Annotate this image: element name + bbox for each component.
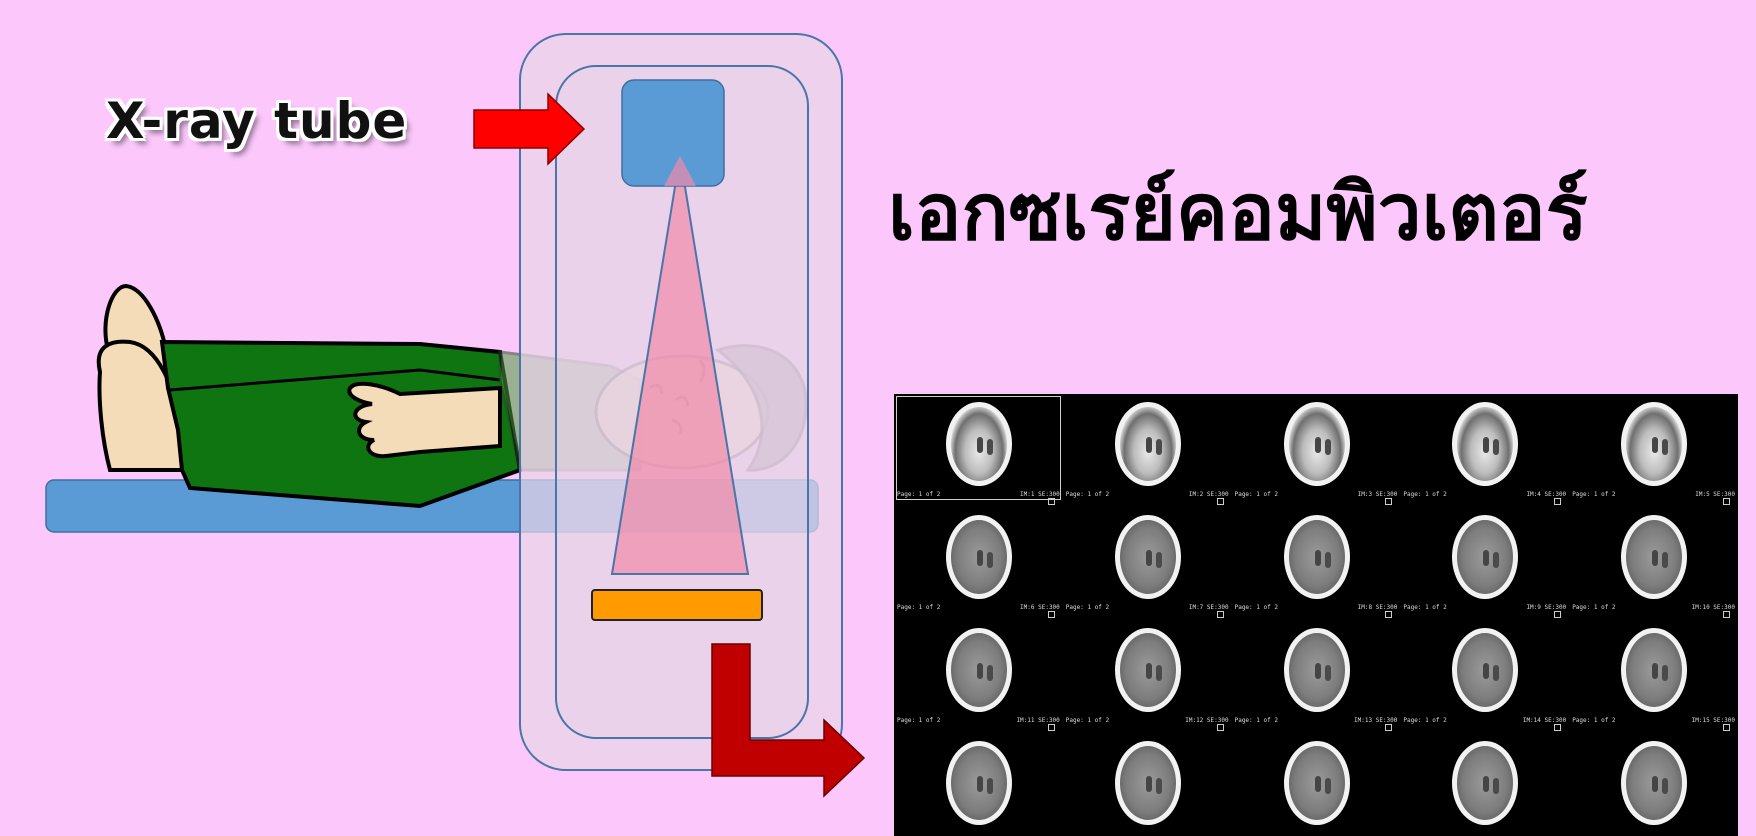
- slice-marker: [1723, 724, 1730, 731]
- brain-scan-slice: [1284, 741, 1350, 825]
- ct-slice-image: Page: 1 of 2 IM:15 SE:300: [1569, 620, 1738, 732]
- slice-page-caption: Page: 1 of 2: [1572, 491, 1615, 498]
- brain-scan-slice: [946, 741, 1012, 825]
- patient-hand: [349, 384, 500, 456]
- brain-scan-slice: [946, 402, 1012, 486]
- slice-index-caption: IM:9 SE:300: [1526, 604, 1566, 611]
- ct-slice-image: [894, 733, 1063, 836]
- slice-marker: [1723, 611, 1730, 618]
- brain-scan-slice: [1115, 515, 1181, 599]
- brain-scan-slice: [1284, 628, 1350, 712]
- ct-slice-image: [1400, 733, 1569, 836]
- slice-page-caption: Page: 1 of 2: [897, 491, 940, 498]
- ct-slice-image: Page: 1 of 2 IM:13 SE:300: [1232, 620, 1401, 732]
- slice-page-caption: Page: 1 of 2: [1066, 491, 1109, 498]
- ct-slice-image: Page: 1 of 2 IM:12 SE:300: [1063, 620, 1232, 732]
- slice-page-caption: Page: 1 of 2: [1235, 604, 1278, 611]
- brain-scan-slice: [1621, 741, 1687, 825]
- brain-scan-slice: [1452, 402, 1518, 486]
- slice-marker: [1217, 611, 1224, 618]
- slice-index-caption: IM:5 SE:300: [1695, 491, 1735, 498]
- slice-marker: [1385, 611, 1392, 618]
- slice-page-caption: Page: 1 of 2: [1066, 604, 1109, 611]
- brain-scan-slice: [1452, 515, 1518, 599]
- ct-slice-image: Page: 1 of 2 IM:8 SE:300: [1232, 507, 1401, 619]
- brain-scan-slice: [946, 515, 1012, 599]
- slice-page-caption: Page: 1 of 2: [897, 717, 940, 724]
- ct-slice-image: [1232, 733, 1401, 836]
- slice-marker: [1217, 498, 1224, 505]
- ct-slice-image: Page: 1 of 2 IM:6 SE:300: [894, 507, 1063, 619]
- slice-page-caption: Page: 1 of 2: [1066, 717, 1109, 724]
- brain-scan-slice: [1621, 628, 1687, 712]
- slice-marker: [1048, 498, 1055, 505]
- xray-tube-label: X-ray tube: [106, 92, 407, 150]
- ct-slice-image: Page: 1 of 2 IM:3 SE:300: [1232, 394, 1401, 506]
- page-title: เอกซเรย์คอมพิวเตอร์: [888, 150, 1588, 274]
- brain-scan-slice: [1621, 515, 1687, 599]
- slice-index-caption: IM:10 SE:300: [1692, 604, 1735, 611]
- slice-marker: [1217, 724, 1224, 731]
- brain-scan-slice: [946, 628, 1012, 712]
- brain-scan-slice: [1115, 628, 1181, 712]
- slice-marker: [1554, 498, 1561, 505]
- slice-page-caption: Page: 1 of 2: [1403, 604, 1446, 611]
- ct-slice-image: Page: 1 of 2 IM:2 SE:300: [1063, 394, 1232, 506]
- slice-marker: [1723, 498, 1730, 505]
- ct-slice-image: Page: 1 of 2 IM:14 SE:300: [1400, 620, 1569, 732]
- slice-index-caption: IM:12 SE:300: [1185, 717, 1228, 724]
- slice-page-caption: Page: 1 of 2: [1403, 717, 1446, 724]
- brain-scan-slice: [1452, 741, 1518, 825]
- brain-scan-slice: [1284, 402, 1350, 486]
- slice-marker: [1554, 724, 1561, 731]
- slice-page-caption: Page: 1 of 2: [1572, 717, 1615, 724]
- slice-index-caption: IM:13 SE:300: [1354, 717, 1397, 724]
- slice-page-caption: Page: 1 of 2: [1235, 717, 1278, 724]
- slice-index-caption: IM:1 SE:300: [1020, 491, 1060, 498]
- slice-index-caption: IM:11 SE:300: [1016, 717, 1059, 724]
- slice-marker: [1385, 498, 1392, 505]
- brain-scan-slice: [1115, 402, 1181, 486]
- slice-index-caption: IM:2 SE:300: [1189, 491, 1229, 498]
- ct-slice-image: Page: 1 of 2 IM:10 SE:300: [1569, 507, 1738, 619]
- slice-marker: [1554, 611, 1561, 618]
- brain-scan-slice: [1115, 741, 1181, 825]
- slice-index-caption: IM:14 SE:300: [1523, 717, 1566, 724]
- ct-slice-image: Page: 1 of 2 IM:7 SE:300: [1063, 507, 1232, 619]
- slice-marker: [1048, 611, 1055, 618]
- ct-slice-image: [1063, 733, 1232, 836]
- slice-page-caption: Page: 1 of 2: [1235, 491, 1278, 498]
- slice-page-caption: Page: 1 of 2: [1403, 491, 1446, 498]
- ct-slice-image: [1569, 733, 1738, 836]
- ct-slice-image: Page: 1 of 2 IM:11 SE:300: [894, 620, 1063, 732]
- slice-marker: [1048, 724, 1055, 731]
- ct-slice-image: Page: 1 of 2 IM:4 SE:300: [1400, 394, 1569, 506]
- slice-index-caption: IM:4 SE:300: [1526, 491, 1566, 498]
- slice-index-caption: IM:15 SE:300: [1692, 717, 1735, 724]
- ct-slice-image: Page: 1 of 2 IM:5 SE:300: [1569, 394, 1738, 506]
- ct-slice-image: Page: 1 of 2 IM:9 SE:300: [1400, 507, 1569, 619]
- slice-index-caption: IM:7 SE:300: [1189, 604, 1229, 611]
- detector-bar: [592, 590, 762, 620]
- brain-scan-slice: [1452, 628, 1518, 712]
- slice-index-caption: IM:6 SE:300: [1020, 604, 1060, 611]
- ct-slice-image: Page: 1 of 2 IM:1 SE:300: [894, 394, 1063, 506]
- slice-page-caption: Page: 1 of 2: [1572, 604, 1615, 611]
- brain-scan-slice: [1621, 402, 1687, 486]
- slice-index-caption: IM:3 SE:300: [1358, 491, 1398, 498]
- slice-page-caption: Page: 1 of 2: [897, 604, 940, 611]
- brain-scan-slice: [1284, 515, 1350, 599]
- slice-index-caption: IM:8 SE:300: [1358, 604, 1398, 611]
- slice-marker: [1385, 724, 1392, 731]
